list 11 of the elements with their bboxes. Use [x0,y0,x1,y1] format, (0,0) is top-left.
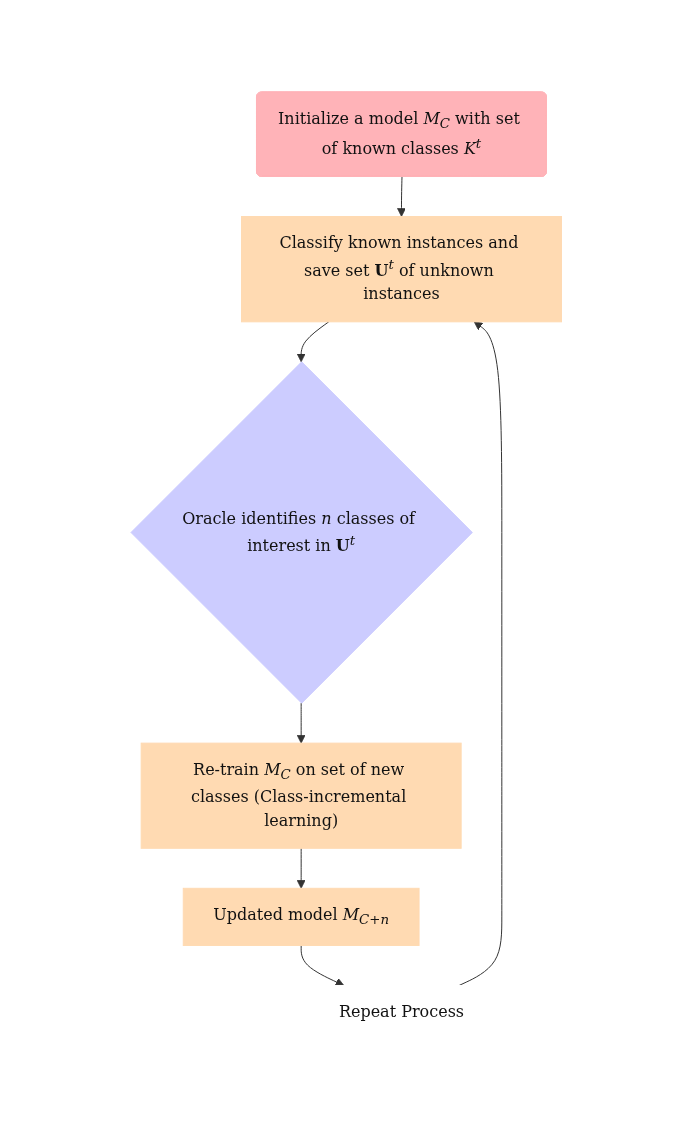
arrow [296,321,329,362]
node-box: Classify known instances and save set U$^{t}$ of unknown instances [240,215,562,323]
node-text: Repeat Process [338,1002,464,1022]
node-box: Updated model M$_{C+n}$ [182,887,420,946]
arrow [396,176,406,217]
arrow [296,702,306,744]
node-diamond: Oracle identifies n classes of interest in U$^{t}$ [130,361,473,704]
arrow [300,944,344,986]
node-box: Re-train M$_{C}$ on set of new classes (Class-incremental learning) [140,742,462,849]
arrow [458,321,503,986]
arrow [296,847,306,889]
